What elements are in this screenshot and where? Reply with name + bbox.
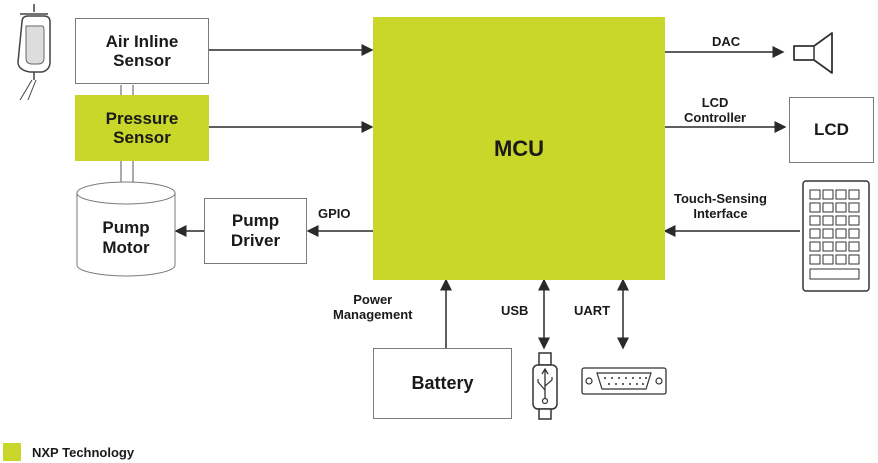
battery-block: Battery xyxy=(373,348,512,419)
lcd-block: LCD xyxy=(789,97,874,163)
legend-swatch xyxy=(3,443,21,461)
touch-sensing-label: Touch-Sensing Interface xyxy=(674,191,767,221)
lcd-controller-label: LCD Controller xyxy=(684,95,746,125)
iv-bag-icon xyxy=(6,4,62,102)
usb-label: USB xyxy=(501,303,528,318)
air-inline-sensor-block: Air Inline Sensor xyxy=(75,18,209,84)
pump-driver-block: Pump Driver xyxy=(204,198,307,264)
mcu-block: MCU xyxy=(373,17,665,280)
uart-label: UART xyxy=(574,303,610,318)
power-management-label: Power Management xyxy=(333,292,412,322)
legend-label: NXP Technology xyxy=(32,445,134,460)
speaker-icon xyxy=(792,30,854,76)
gpio-label: GPIO xyxy=(318,206,351,221)
usb-stick-icon xyxy=(530,352,560,422)
keypad-icon xyxy=(802,180,872,294)
pressure-sensor-block: Pressure Sensor xyxy=(75,95,209,161)
serial-port-icon xyxy=(581,367,667,395)
dac-label: DAC xyxy=(712,34,740,49)
pump-motor-label: Pump Motor xyxy=(76,208,176,268)
